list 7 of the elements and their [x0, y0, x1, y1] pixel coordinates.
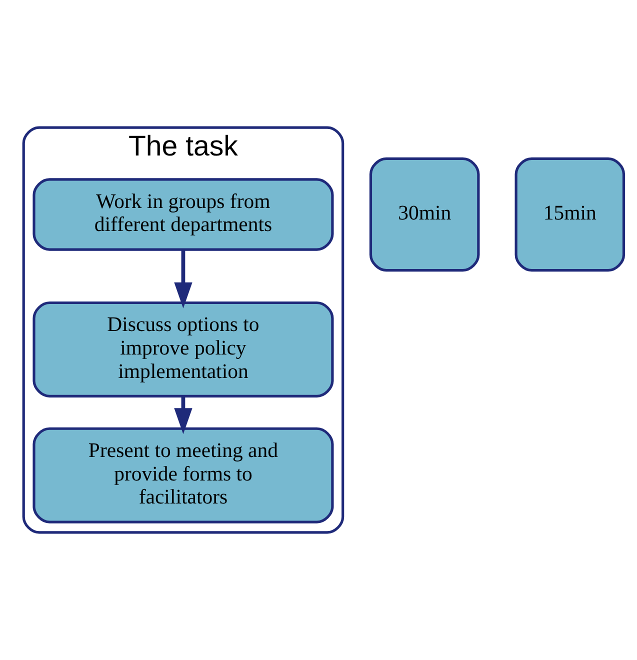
node-box: Discuss options to improve policy implementation — [32, 301, 334, 398]
node-box: Present to meeting and provide forms to facilitators — [32, 427, 334, 524]
arrow — [174, 396, 192, 434]
node-box: Work in groups from different departments — [32, 178, 334, 251]
arrow — [174, 250, 192, 308]
node-box: 30min — [369, 157, 480, 272]
node-box: 15min — [514, 157, 626, 272]
